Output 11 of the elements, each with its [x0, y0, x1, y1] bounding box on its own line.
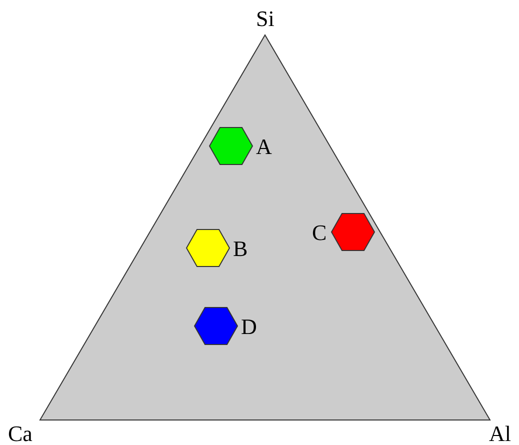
vertex-label: Al — [489, 423, 511, 445]
vertex-label: Ca — [8, 423, 32, 445]
point-label: D — [241, 316, 257, 338]
hexagon-marker — [209, 127, 253, 165]
point-label: B — [233, 238, 248, 260]
point-label: C — [312, 222, 327, 244]
point-label: A — [256, 136, 272, 158]
vertex-label: Si — [256, 8, 274, 30]
hexagon-marker — [331, 213, 375, 251]
hexagon-marker — [186, 229, 230, 267]
hexagon-marker — [194, 307, 238, 345]
